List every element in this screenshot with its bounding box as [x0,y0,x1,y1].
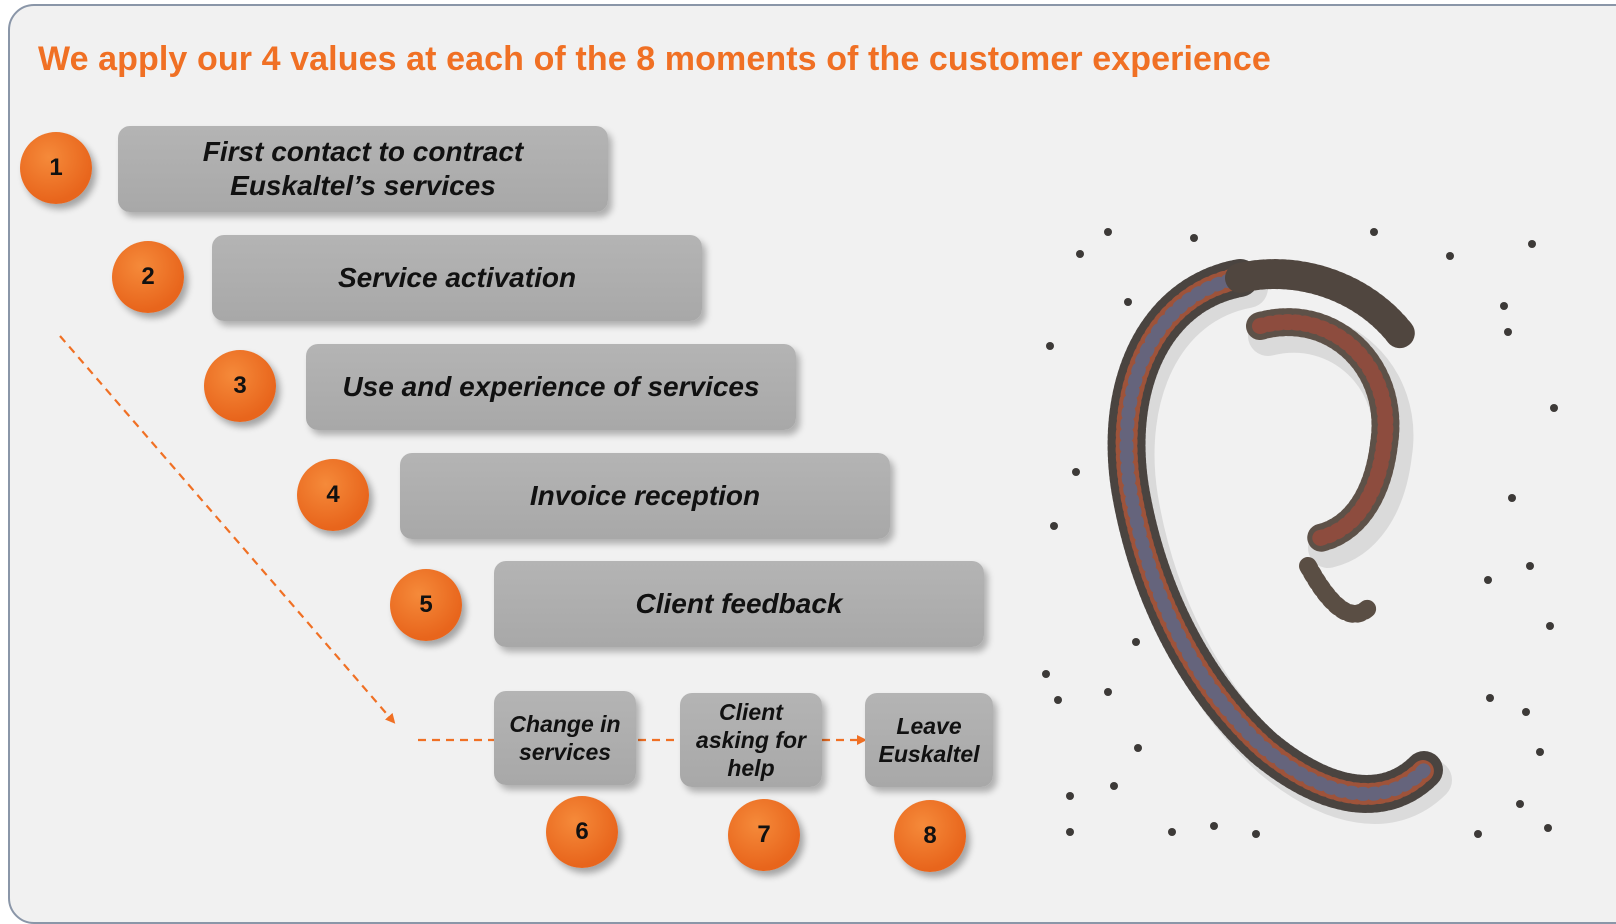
step-box-2: Service activation [212,235,702,321]
diagonal-dashed-arrow [59,335,396,724]
step-2-label: Service activation [337,262,577,294]
step-badge-6: 6 [546,796,618,868]
step-1-line-1: First contact to contract [202,136,524,168]
step-box-1: First contact to contract Euskaltel’s se… [118,126,608,212]
step-badge-8: 8 [894,800,966,872]
step-box-3: Use and experience of services [306,344,796,430]
step-3-label: Use and experience of services [342,371,760,403]
step-badge-7: 7 [728,799,800,871]
step-badge-2: 2 [112,241,184,313]
step-7-line-3: help [727,755,775,782]
step-badge-5: 5 [390,569,462,641]
step-box-8: Leave Euskaltel [865,693,993,787]
step-badge-1: 1 [20,132,92,204]
step-box-6: Change in services [494,691,636,785]
step-7-line-2: asking for [696,726,806,753]
step-8-line-2: Euskaltel [878,741,980,767]
step-6-line-1: Change in [509,710,621,737]
step-box-5: Client feedback [494,561,984,647]
step-4-label: Invoice reception [529,480,761,512]
step-7-line-1: Client [719,698,783,725]
step-5-label: Client feedback [635,588,843,620]
step-box-4: Invoice reception [400,453,890,539]
step-badge-3: 3 [204,350,276,422]
crowd-e-shape [1107,259,1443,813]
slide-title: We apply our 4 values at each of the 8 m… [38,40,1271,78]
step-box-7: Client asking for help [680,693,822,787]
step-8-line-1: Leave [896,712,962,739]
step-6-line-2: services [518,739,612,765]
step-1-line-2: Euskaltel’s services [230,170,496,201]
crowd-e-shadow [1114,268,1452,824]
step-badge-4: 4 [297,459,369,531]
scattered-people [1042,228,1558,838]
flow-arrows [59,335,867,745]
slide: We apply our 4 values at each of the 8 m… [8,4,1616,924]
crowd-forming-letter-e-icon [1042,228,1558,838]
